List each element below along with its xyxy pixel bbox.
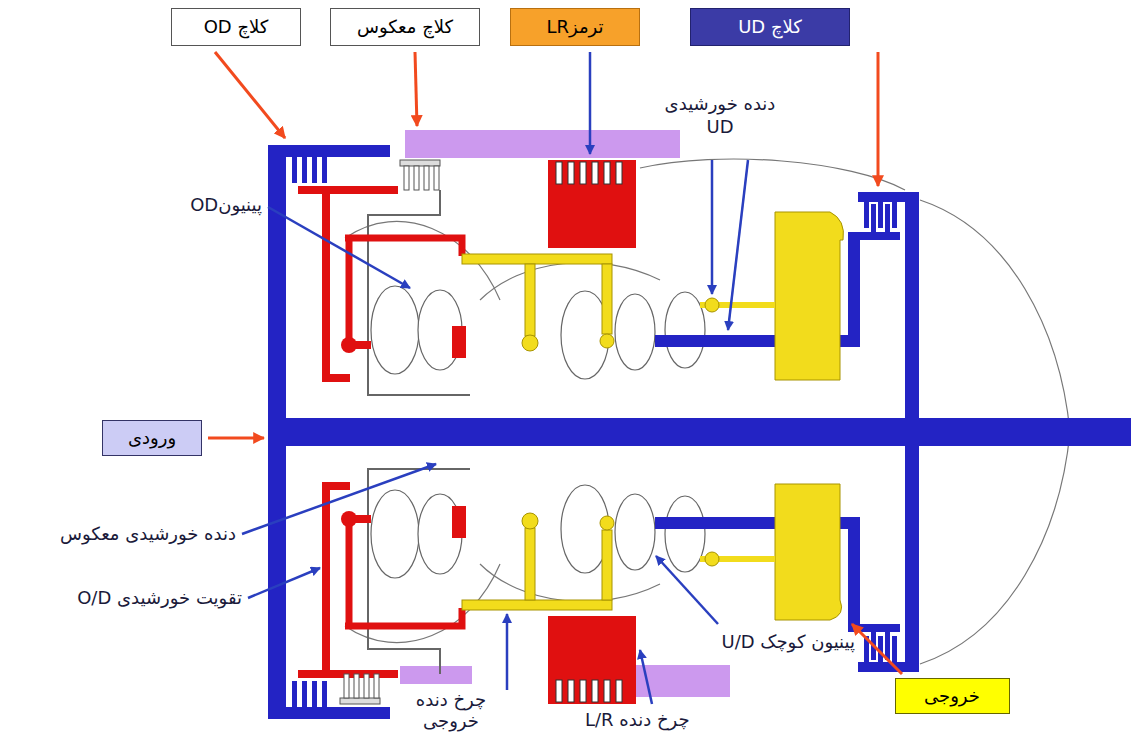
clutch-plate [414, 166, 419, 190]
clutch-box: کلاچ UD [690, 8, 850, 46]
pinion-pin [705, 552, 719, 566]
clutch-plate [344, 674, 349, 698]
pointer-arrow [589, 52, 592, 154]
pointer-arrow [208, 437, 264, 440]
part-label: چرخ دنده L/R [585, 708, 690, 731]
clutch-box: کلاچ OD [171, 8, 301, 46]
output-box: خروجی [895, 678, 1010, 714]
pointer-arrow [215, 52, 285, 138]
gear-outline [640, 159, 905, 190]
output-drum [775, 212, 843, 380]
housing [400, 666, 472, 684]
clutch-plate [374, 674, 379, 698]
pointer-arrow [877, 52, 880, 186]
node-text: خروجی [924, 684, 980, 707]
pointer-arrow [268, 207, 410, 288]
gear-half-top [268, 145, 1131, 432]
housing [405, 130, 680, 158]
clutch-plate [404, 166, 409, 190]
input-box: ورودی [102, 420, 202, 456]
pointer-arrow [242, 464, 436, 534]
blue-pointers [242, 52, 748, 704]
part-label: دنده خورشیدی UD [649, 92, 791, 139]
brake-box: ترمزLR [510, 8, 640, 46]
pointer-arrow [415, 52, 417, 126]
gear-half-bottom [268, 432, 1131, 719]
pointer-arrow [656, 556, 718, 624]
clutch-plate [434, 166, 439, 190]
node-text: ترمزLR [546, 15, 603, 38]
pointer-arrow [248, 568, 320, 598]
node-text: کلاچ معکوس [357, 15, 453, 38]
pointer-arrow [711, 160, 714, 294]
part-label: تقویت خورشیدی O/D [77, 586, 242, 609]
pointer-arrow [852, 624, 902, 674]
node-text: کلاچ UD [738, 15, 802, 38]
output-drum [775, 484, 842, 620]
clutch-box: کلاچ معکوس [330, 8, 480, 46]
red-pointers [208, 52, 902, 674]
part-label: چرخ دنده خروجی [386, 690, 516, 731]
part-label: پینیونOD [190, 193, 262, 216]
node-text: ورودی [128, 426, 176, 449]
reverse-clutch [340, 698, 380, 704]
pointer-arrow [640, 650, 652, 704]
clutch-plate [364, 674, 369, 698]
pinion-pin [705, 298, 719, 312]
part-label: دنده خورشیدی معکوس [60, 522, 236, 545]
clutch-plate [354, 674, 359, 698]
pointer-arrow [728, 160, 748, 330]
reverse-clutch [400, 160, 440, 166]
node-text: کلاچ OD [204, 15, 269, 38]
clutch-plate [424, 166, 429, 190]
part-label: پینیون کوچک U/D [722, 630, 855, 653]
pointer-arrow [506, 614, 509, 690]
